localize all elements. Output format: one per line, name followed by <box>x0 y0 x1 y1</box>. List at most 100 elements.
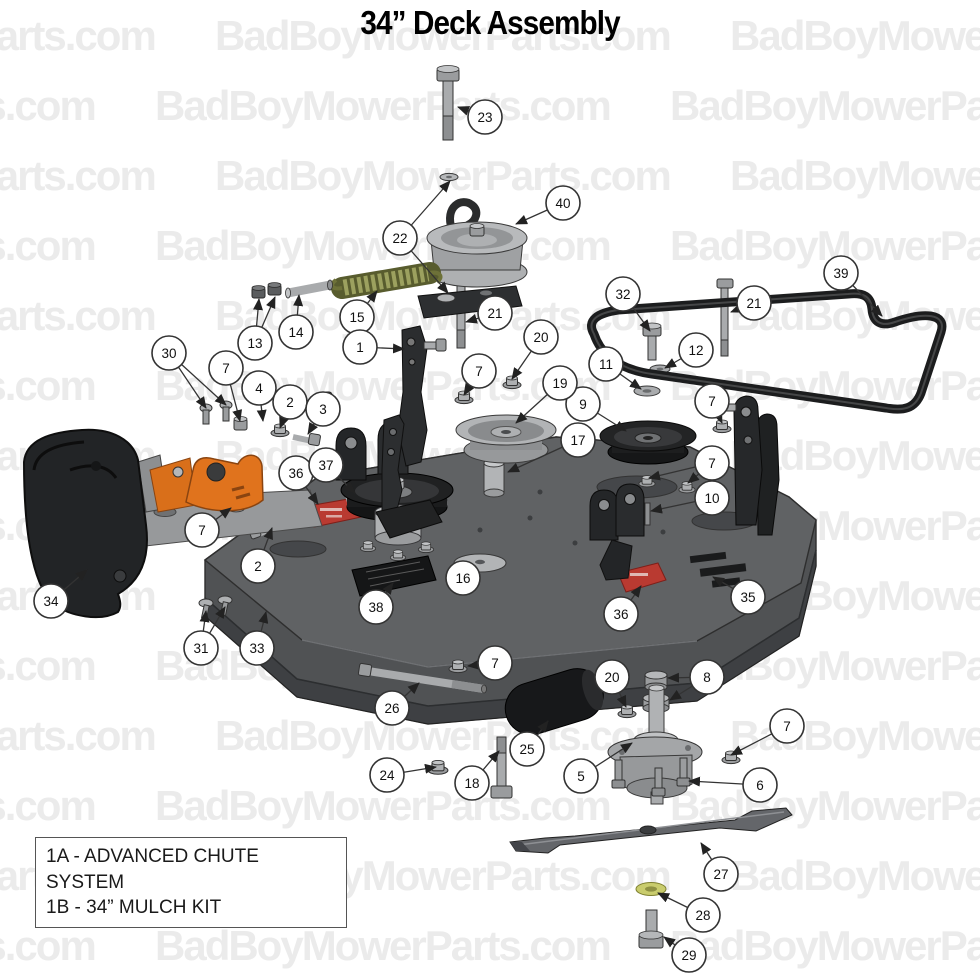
callout-7: 7 <box>730 708 805 756</box>
callout-32: 32 <box>605 276 651 332</box>
watermark-text: BadBoyMowerParts.com <box>215 12 672 59</box>
anti-scalp-roller-25 <box>504 668 604 736</box>
page-title: 34” Deck Assembly <box>360 4 620 41</box>
watermark-text: BadBoyMowerParts.com <box>730 152 980 199</box>
svg-text:4: 4 <box>255 381 263 396</box>
svg-text:16: 16 <box>455 571 470 586</box>
svg-text:19: 19 <box>552 376 567 391</box>
svg-text:14: 14 <box>288 325 304 340</box>
callout-9: 9 <box>565 386 627 432</box>
callout-13: 13 <box>237 296 276 361</box>
svg-text:2: 2 <box>286 395 294 410</box>
hex-bolt-23 <box>436 65 460 141</box>
drive-belt-39 <box>587 289 947 414</box>
callout-20: 20 <box>511 319 559 380</box>
hex-bolt-21-right <box>716 278 734 357</box>
callout-7: 7 <box>467 645 513 681</box>
spacer-17 <box>483 458 505 498</box>
blade-bolt-29 <box>638 909 664 949</box>
svg-text:21: 21 <box>746 296 761 311</box>
svg-text:17: 17 <box>570 433 585 448</box>
svg-text:28: 28 <box>695 908 710 923</box>
washer-22-arm <box>436 293 456 303</box>
svg-text:13: 13 <box>247 336 262 351</box>
svg-text:25: 25 <box>519 742 534 757</box>
svg-text:7: 7 <box>708 394 716 409</box>
callout-2: 2 <box>240 527 276 584</box>
jam-nuts-13 <box>251 282 282 299</box>
right-idler-arms <box>723 395 780 536</box>
shoulder-bolt-32 <box>642 322 662 361</box>
watermark-text: BadBoyMowerParts.com <box>155 82 612 129</box>
watermark-text: BadBoyMowerParts.com <box>0 152 157 199</box>
callout-30: 30 <box>151 335 227 409</box>
flange-nut-7-mid <box>454 390 474 405</box>
svg-text:20: 20 <box>604 670 619 685</box>
watermark-text: BadBoyMowerParts.com <box>730 12 980 59</box>
watermark-text: BadBoyMowerParts.com <box>0 922 97 969</box>
callout-7: 7 <box>184 507 232 548</box>
legend-line-1a: 1A - ADVANCED CHUTE SYSTEM <box>46 846 259 893</box>
callout-3: 3 <box>305 391 341 435</box>
watermark-text: BadBoyMowerParts.com <box>0 12 157 59</box>
callout-37: 37 <box>308 447 356 494</box>
svg-text:34: 34 <box>43 594 59 609</box>
callout-16: 16 <box>445 560 481 596</box>
callout-10: 10 <box>650 480 730 516</box>
svg-text:15: 15 <box>349 310 364 325</box>
callout-19: 19 <box>515 365 578 424</box>
svg-text:30: 30 <box>161 346 176 361</box>
watermark-text: BadBoyMowerParts.com <box>155 922 612 969</box>
svg-text:9: 9 <box>579 397 587 412</box>
washer-22-top <box>439 172 459 182</box>
legend-line-1b: 1B - 34” MULCH KIT <box>46 897 222 919</box>
callout-36: 36 <box>278 455 319 505</box>
svg-text:5: 5 <box>577 769 585 784</box>
callout-25: 25 <box>509 720 549 767</box>
callout-1: 1 <box>342 329 405 365</box>
svg-text:7: 7 <box>222 361 230 376</box>
blade-washer-28 <box>635 882 667 896</box>
callout-2: 2 <box>272 384 308 429</box>
callout-14: 14 <box>278 294 314 350</box>
callout-36: 36 <box>603 585 642 632</box>
callout-28: 28 <box>657 892 721 933</box>
watermark-text: BadBoyMowerParts.com <box>155 222 612 269</box>
watermark-text: BadBoyMowerParts.com <box>0 292 157 339</box>
spring-pin-14 <box>285 279 333 299</box>
watermark-text: BadBoyMowerParts.com <box>670 82 980 129</box>
discharge-chute-34 <box>22 428 148 619</box>
svg-text:39: 39 <box>833 266 848 281</box>
svg-text:22: 22 <box>392 231 407 246</box>
svg-text:1: 1 <box>356 340 364 355</box>
svg-text:24: 24 <box>379 768 395 783</box>
callout-22: 22 <box>382 180 451 294</box>
watermark-text: BadBoyMowerParts.com <box>0 362 97 409</box>
hex-bolt-18 <box>490 736 513 799</box>
svg-text:21: 21 <box>487 306 502 321</box>
v-idler-pulley-19 <box>455 414 557 464</box>
svg-text:35: 35 <box>740 590 755 605</box>
svg-text:33: 33 <box>249 641 264 656</box>
flange-nut-7-spindle <box>721 750 741 765</box>
svg-text:6: 6 <box>756 778 764 793</box>
svg-text:26: 26 <box>384 701 399 716</box>
bolts-6 <box>611 757 691 797</box>
callout-38: 38 <box>358 582 394 625</box>
svg-text:12: 12 <box>688 343 703 358</box>
legend-box: 1A - ADVANCED CHUTE SYSTEM 1B - 34” MULC… <box>35 837 347 928</box>
svg-text:7: 7 <box>491 656 499 671</box>
callout-7: 7 <box>461 353 497 396</box>
callout-40: 40 <box>515 185 581 225</box>
svg-text:8: 8 <box>703 670 711 685</box>
callout-6: 6 <box>688 767 778 803</box>
callout-33: 33 <box>239 611 275 666</box>
hanger-strap-4 <box>248 414 443 540</box>
svg-text:7: 7 <box>708 456 716 471</box>
callout-17: 17 <box>507 422 596 473</box>
svg-text:10: 10 <box>704 491 719 506</box>
svg-text:29: 29 <box>681 948 696 963</box>
svg-text:7: 7 <box>783 719 791 734</box>
